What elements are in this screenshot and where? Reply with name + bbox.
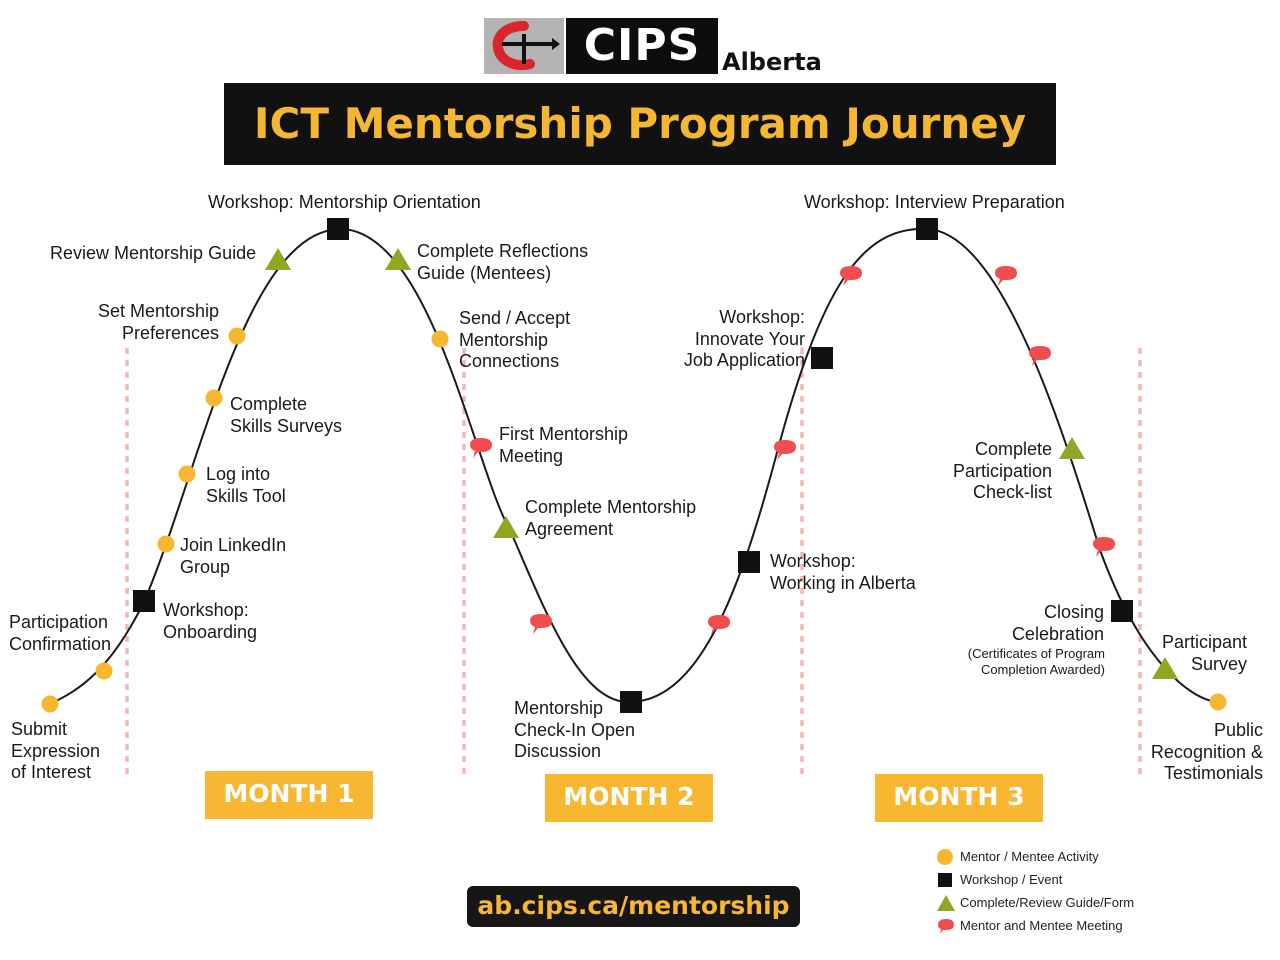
workshop-square-marker [811, 347, 833, 369]
program-url-link[interactable]: ab.cips.ca/mentorship [467, 886, 800, 927]
meeting-bubble-icon [470, 438, 492, 458]
activity-circle-marker [178, 465, 196, 483]
page-title: ICT Mentorship Program Journey [224, 83, 1056, 165]
activity-circle-marker [431, 330, 449, 348]
logo-region: Alberta [722, 48, 822, 76]
workshop-square-marker [738, 551, 760, 573]
label-workshop-onboarding: Workshop:Onboarding [163, 600, 258, 642]
label-workshop-orientation: Workshop: Mentorship Orientation [208, 192, 481, 212]
activity-circle-marker [41, 695, 59, 713]
meeting-bubble-icon [1029, 346, 1051, 366]
meeting-bubble-icon [774, 440, 796, 460]
guide-triangle-marker [385, 248, 411, 270]
activity-circle-marker [157, 535, 175, 553]
month-2-badge: MONTH 2 [545, 774, 713, 822]
meeting-bubble-icon [530, 614, 552, 634]
cips-logo-mark [484, 18, 564, 74]
workshop-square-marker [1111, 600, 1133, 622]
guide-triangle-marker [265, 248, 291, 270]
yellow-circle-icon [937, 849, 953, 865]
month-3-badge: MONTH 3 [875, 774, 1043, 822]
workshop-square-marker [620, 691, 642, 713]
guide-triangle-marker [1152, 657, 1178, 679]
activity-circle-marker [228, 327, 246, 345]
label-workshop-working-alberta: Workshop:Working in Alberta [770, 551, 916, 593]
activity-circle-marker [205, 389, 223, 407]
activity-circle-marker [95, 662, 113, 680]
cips-logo-text: CIPS [566, 18, 718, 74]
black-square-icon [938, 873, 952, 887]
label-review-guide: Review Mentorship Guide [50, 243, 257, 263]
label-workshop-interview: Workshop: Interview Preparation [804, 192, 1065, 212]
guide-triangle-marker [1059, 437, 1085, 459]
month-1-badge: MONTH 1 [205, 771, 373, 819]
activity-circle-marker [1209, 693, 1227, 711]
meeting-bubble-icon [708, 615, 730, 635]
journey-markers [41, 218, 1227, 713]
meeting-bubble-icon [840, 266, 862, 286]
meeting-bubble-icon [995, 266, 1017, 286]
workshop-square-marker [916, 218, 938, 240]
cips-swoosh-icon [492, 21, 560, 70]
speech-bubble-icon [938, 919, 954, 934]
workshop-square-marker [133, 590, 155, 612]
green-triangle-icon [937, 895, 955, 911]
workshop-square-marker [327, 218, 349, 240]
guide-triangle-marker [493, 516, 519, 538]
meeting-bubble-icon [1093, 537, 1115, 557]
